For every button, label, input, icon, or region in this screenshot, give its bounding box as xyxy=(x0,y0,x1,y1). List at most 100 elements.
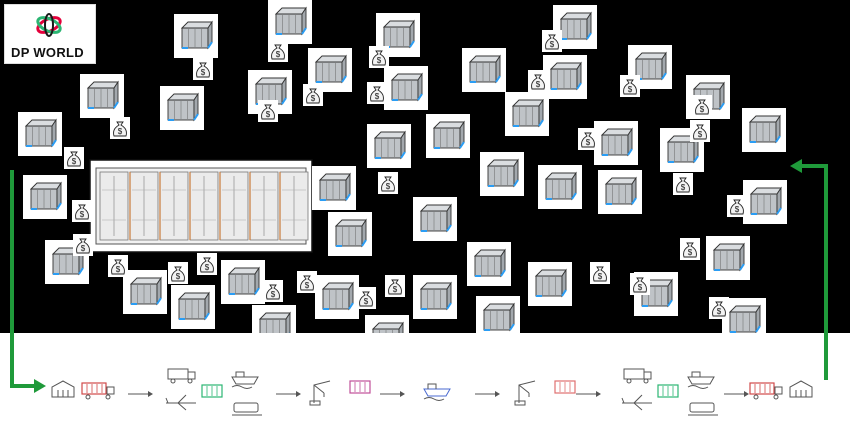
shipping-container-icon xyxy=(258,311,291,333)
container-node xyxy=(252,305,296,333)
container-node xyxy=(171,285,215,329)
container-node xyxy=(462,48,506,92)
dollar-symbol: $ xyxy=(688,248,693,257)
shipping-container-icon xyxy=(86,80,119,110)
container-node xyxy=(598,170,642,214)
connector-line xyxy=(419,149,561,181)
dollar-symbol: $ xyxy=(536,80,541,89)
shipping-container-icon xyxy=(321,281,354,311)
dollar-symbol: $ xyxy=(201,68,206,77)
container-node xyxy=(476,296,520,333)
dollar-symbol: $ xyxy=(393,285,398,294)
container-node xyxy=(538,165,582,209)
dollar-symbol: $ xyxy=(700,105,705,114)
dollar-symbol: $ xyxy=(311,94,316,103)
train-icon xyxy=(232,402,262,416)
money-bag-icon: $ xyxy=(263,280,283,302)
process-step-warehouse-destination xyxy=(749,380,813,400)
container-node xyxy=(174,14,218,58)
dollar-symbol: $ xyxy=(176,272,181,281)
shipping-container-icon xyxy=(29,181,62,211)
step-arrow xyxy=(276,391,301,397)
shipping-container-icon xyxy=(129,276,162,306)
money-bag-icon: $ xyxy=(303,84,323,106)
container-node xyxy=(722,298,766,333)
shipping-container-icon xyxy=(274,6,307,36)
container-icon xyxy=(554,380,576,394)
dollar-symbol: $ xyxy=(305,281,310,290)
money-bag-icon: $ xyxy=(108,255,128,277)
step-arrow xyxy=(724,391,749,397)
money-bag-icon: $ xyxy=(268,40,288,62)
shipping-container-icon xyxy=(511,98,544,128)
dollar-symbol: $ xyxy=(80,210,85,219)
container-node xyxy=(315,275,359,319)
container-truck-icon xyxy=(749,382,783,400)
money-bag-icon: $ xyxy=(193,58,213,80)
shipping-container-icon xyxy=(382,19,415,49)
money-bag-icon: $ xyxy=(64,147,84,169)
container-node xyxy=(160,86,204,130)
shipping-container-icon xyxy=(373,130,406,160)
shipping-container-icon xyxy=(432,120,465,150)
dollar-symbol: $ xyxy=(118,127,123,136)
shipping-container-icon xyxy=(314,54,347,84)
shipping-container-icon xyxy=(749,186,782,216)
container-node xyxy=(743,180,787,224)
money-bag-icon: $ xyxy=(72,200,92,222)
shipping-container-icon xyxy=(390,72,423,102)
dollar-symbol: $ xyxy=(377,56,382,65)
money-bag-icon: $ xyxy=(709,297,729,319)
ship-icon xyxy=(423,383,451,401)
process-step-ocean-shipping xyxy=(423,383,451,401)
dollar-symbol: $ xyxy=(717,307,722,316)
container-node xyxy=(413,275,457,319)
container-node xyxy=(413,197,457,241)
process-step-multimodal-transport-2 xyxy=(621,368,718,416)
shipping-container-icon xyxy=(419,203,452,233)
shipping-container-icon xyxy=(600,127,633,157)
money-bag-icon: $ xyxy=(680,238,700,260)
dollar-symbol: $ xyxy=(266,110,271,119)
container-node xyxy=(467,242,511,286)
money-bag-icon: $ xyxy=(673,173,693,195)
step-arrow xyxy=(475,391,500,397)
logistics-flow xyxy=(51,368,813,416)
shipping-container-icon xyxy=(634,51,667,81)
airplane-icon xyxy=(621,394,652,411)
money-bag-icon: $ xyxy=(690,120,710,142)
process-step-warehouse-origin xyxy=(51,380,115,400)
process-step-port-crane-origin xyxy=(309,380,371,406)
dollar-symbol: $ xyxy=(205,263,210,272)
container-icon xyxy=(657,384,679,398)
money-bag-icon: $ xyxy=(620,75,640,97)
dollar-symbol: $ xyxy=(681,183,686,192)
dollar-symbol: $ xyxy=(386,182,391,191)
dollar-symbol: $ xyxy=(550,40,555,49)
dollar-symbol: $ xyxy=(276,50,281,59)
container-node xyxy=(543,55,587,99)
container-node xyxy=(528,262,572,306)
process-step-multimodal-transport-1 xyxy=(165,368,262,416)
shipping-container-icon xyxy=(24,118,57,148)
container-node xyxy=(505,92,549,136)
container-node xyxy=(123,270,167,314)
process-step-port-crane-destination xyxy=(514,380,576,406)
money-bag-icon: $ xyxy=(578,128,598,150)
container-node xyxy=(365,315,409,333)
shipping-container-icon xyxy=(712,242,745,272)
money-bag-icon: $ xyxy=(356,287,376,309)
truck-icon xyxy=(167,368,196,384)
step-arrow xyxy=(576,391,601,397)
container-node xyxy=(706,236,750,280)
container-truck-icon xyxy=(81,382,115,400)
shipping-container-icon xyxy=(473,248,506,278)
dollar-symbol: $ xyxy=(116,265,121,274)
dp-world-logo: DP WORLD xyxy=(4,4,96,64)
step-arrow xyxy=(128,391,153,397)
dollar-symbol: $ xyxy=(81,244,86,253)
money-bag-icon: $ xyxy=(542,30,562,52)
money-bag-icon: $ xyxy=(73,234,93,256)
airplane-icon xyxy=(165,394,196,411)
